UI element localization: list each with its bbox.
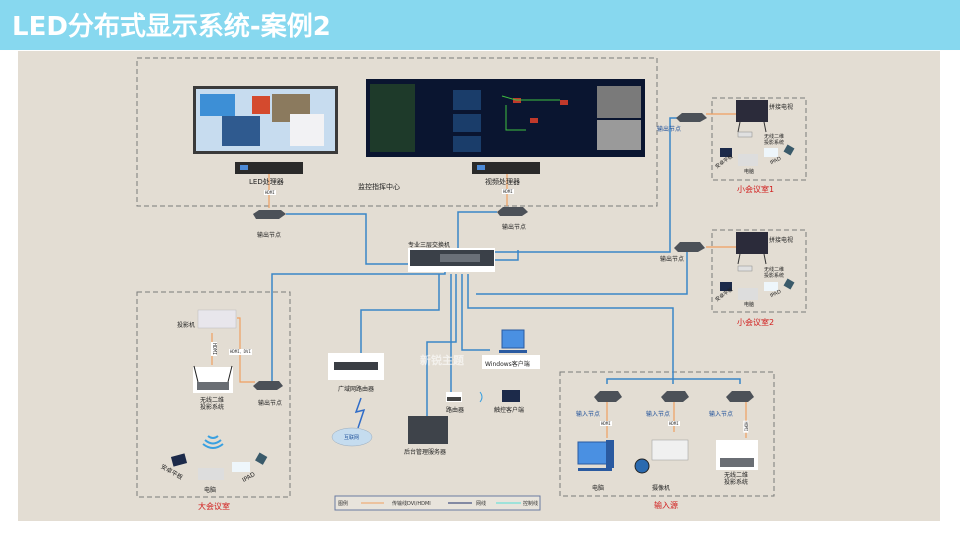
region-label-input-sources: 输入源: [654, 501, 678, 510]
label-wireless-2: 无线二维 投影系统: [764, 267, 785, 279]
camera-device: [651, 439, 689, 461]
small-meeting-2-devices: [720, 232, 795, 300]
input-node-1: [594, 391, 622, 402]
touch-client-device: [502, 390, 520, 402]
legend-label-signal: 传输线DVI/HDMI: [392, 501, 431, 507]
label-wireless-1: 无线二维 投影系统: [764, 134, 785, 146]
output-node-led: [253, 210, 286, 219]
label-input-node-3: 输入节点: [709, 411, 734, 418]
input-pc-monitor: [577, 441, 609, 465]
label-wireless-large: 无线二维 投影系统: [200, 397, 225, 411]
line-windows-client: [461, 274, 490, 351]
output-node-video: [497, 207, 528, 216]
label-video-processor: 视频处理器: [485, 178, 520, 186]
input-node-2: [661, 391, 689, 402]
signal-waves-icon: [479, 391, 483, 403]
label-core-switch: 专业三层交换机: [408, 242, 451, 249]
region-label-small-meeting-2: 小会议室2: [737, 318, 775, 327]
monitoring-video-wall: [366, 79, 645, 157]
label-output-node-large: 输出节点: [258, 400, 283, 407]
projector-device: [197, 309, 237, 329]
label-pc-large: 电脑: [204, 487, 217, 494]
mgmt-server-device: [408, 416, 448, 444]
label-pc-1: 电脑: [744, 169, 755, 175]
label-touch-client: 触控客户端: [494, 407, 525, 414]
output-node-large: [253, 381, 283, 390]
watermark: 新锐主题: [420, 354, 464, 367]
region-label-control-center: 监控指挥中心: [358, 183, 400, 191]
label-wan-router: 广域网路由器: [338, 386, 375, 393]
legend-label-control: 控制线: [523, 501, 539, 507]
label-output-node-right2: 输出节点: [660, 256, 685, 263]
line-input-bus: [606, 378, 741, 384]
line-large-meeting: [271, 272, 446, 385]
tag-hdmi-input-3: HDMI: [743, 420, 749, 433]
line-switch-right1: [495, 250, 519, 261]
label-output-node-right1: 输出节点: [657, 126, 682, 133]
line-node2-switch: [457, 211, 497, 248]
windows-client-monitor: [501, 329, 525, 349]
line-node1-switch: [286, 213, 410, 265]
region-input-sources: [559, 371, 775, 497]
tag-hdmi-video: HDMI: [502, 189, 514, 194]
label-input-wireless: 无线二维 投影系统: [724, 472, 749, 486]
label-pc-2: 电脑: [744, 302, 755, 308]
region-label-small-meeting-1: 小会议室1: [737, 185, 775, 194]
tag-hdmi-input-1: HDMI: [600, 421, 612, 426]
input-devices: [577, 439, 758, 474]
output-node-right2: [674, 242, 705, 252]
tag-hdmi-large: HDMI: [211, 341, 218, 357]
legend-label-network: 网线: [476, 501, 487, 507]
input-node-3: [726, 391, 754, 402]
small-meeting-1-devices: [720, 100, 795, 166]
output-node-right1: [676, 113, 707, 122]
tag-hdmi-dvi: HDMI、DVI: [229, 349, 252, 355]
label-input-node-2: 输入节点: [646, 411, 671, 418]
label-router: 路由器: [446, 407, 465, 414]
network-lines: [271, 117, 741, 420]
region-label-large-meeting: 大会议室: [198, 502, 230, 511]
wan-link: [354, 397, 366, 429]
label-output-node-video: 输出节点: [502, 224, 527, 231]
video-processor-device: [472, 162, 540, 174]
label-output-node-led: 输出节点: [257, 232, 282, 239]
label-tv-1: 拼接电视: [769, 104, 794, 111]
label-input-camera: 摄像机: [652, 485, 671, 492]
title-bar: LED分布式显示系统-案例2: [0, 0, 960, 50]
wifi-icon: [202, 435, 224, 449]
large-meeting-devices: [170, 309, 268, 480]
node-devices: [253, 113, 754, 402]
legend: [334, 495, 541, 511]
tag-hdmi-led: HDMI: [264, 190, 276, 195]
region-large-meeting: [136, 291, 291, 498]
windows-client-bg: [482, 355, 540, 369]
core-switch-device: [408, 248, 495, 272]
page-title: LED分布式显示系统-案例2: [12, 12, 331, 42]
label-led-processor: LED处理器: [249, 178, 284, 186]
label-internet: 互联网: [344, 435, 360, 441]
tag-hdmi-input-2: HDMI: [668, 421, 680, 426]
label-tv-2: 拼接电视: [769, 237, 794, 244]
label-input-pc: 电脑: [592, 485, 605, 492]
led-processor-device: [235, 162, 303, 174]
legend-title: 图例: [338, 501, 349, 507]
label-input-node-1: 输入节点: [576, 411, 601, 418]
internet-cloud: [331, 427, 373, 447]
region-control-center: [136, 57, 658, 207]
label-mgmt-server: 后台管理服务器: [404, 449, 447, 456]
label-projector: 投影机: [177, 322, 196, 329]
network-devices: [328, 329, 540, 447]
line-inputs: [467, 274, 674, 384]
led-display-wall: [193, 86, 338, 154]
line-wan-router: [360, 274, 440, 365]
line-mgmt-server: [426, 274, 457, 420]
line-right-node1: [493, 117, 680, 253]
label-windows-client: Windows客户端: [485, 361, 530, 368]
line-right-node2: [476, 250, 688, 295]
